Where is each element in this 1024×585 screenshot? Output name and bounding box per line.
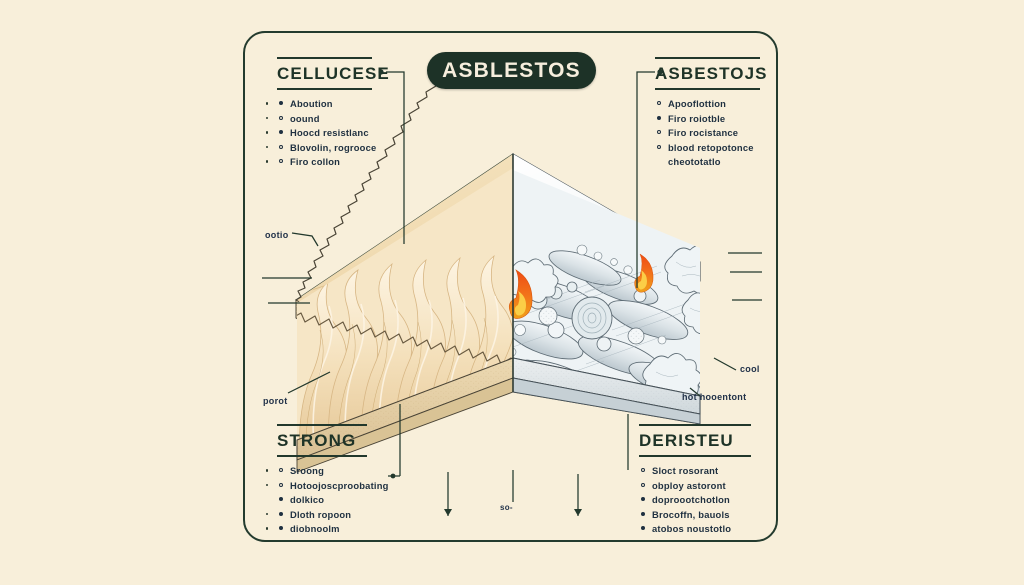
- bullet-icon: [641, 468, 645, 473]
- diagram-title-text: ASBLESTOS: [442, 58, 581, 82]
- bullet-icon: [279, 511, 283, 516]
- rule-top: [277, 57, 372, 60]
- list-item-label: Dloth ropoon: [290, 508, 352, 520]
- list-item-label: blood retopotonce: [668, 141, 754, 153]
- bullet-icon: [279, 130, 283, 135]
- list-item-label: dolkico: [290, 494, 325, 506]
- list-item-label: Apooflottion: [668, 98, 727, 110]
- list-item: Hoocd resistlanc: [266, 126, 390, 141]
- list-item: obploy astoront: [639, 479, 751, 494]
- bullet-icon: [279, 144, 283, 149]
- list-item: blood retopotonce: [655, 141, 768, 156]
- marker-dot-icon: [266, 131, 269, 134]
- rule-top: [655, 57, 760, 60]
- bullet-icon: [279, 482, 283, 487]
- marker-dot-icon: [266, 469, 269, 472]
- list-item-label: Firo collon: [290, 156, 341, 168]
- bullet-list-top-right: Apooflottion Firo roiotble Firo rocistan…: [655, 97, 768, 170]
- marker-dot-icon: [266, 116, 269, 120]
- rule-bottom: [277, 455, 367, 458]
- bullet-icon: [279, 115, 283, 120]
- heading-cellucese: CELLUCESE: [277, 64, 390, 84]
- list-item-label: Hoocd resistlanc: [290, 127, 369, 139]
- bullet-icon: [279, 101, 283, 106]
- rule-top: [277, 424, 367, 427]
- list-item: Dloth ropoon: [266, 508, 389, 523]
- list-item-label: diobnoolm: [290, 523, 340, 535]
- bullet-icon: [641, 497, 645, 502]
- marker-dot-icon: [266, 483, 269, 487]
- heading-strong: STRONG: [277, 431, 357, 451]
- bullet-icon: [641, 511, 645, 516]
- list-item: Sroong: [266, 464, 389, 479]
- list-item: Firo collon: [266, 155, 390, 170]
- rule-bottom: [655, 88, 760, 91]
- list-item: Blovolin, rogrooce: [266, 141, 390, 156]
- list-item-label: Aboution: [290, 98, 333, 110]
- list-item-label: doproootchotlon: [652, 494, 730, 506]
- bullet-icon: [657, 144, 661, 149]
- label-block-bottom-left: STRONG Sroong Hotoojoscproobating dolkic…: [266, 424, 389, 537]
- bullet-icon: [279, 526, 283, 531]
- list-item: Apooflottion: [655, 97, 768, 112]
- bullet-icon: [279, 159, 283, 164]
- rule-bottom: [277, 88, 372, 91]
- label-block-top-right: ASBESTOJS Apooflottion Firo roiotble Fir…: [655, 57, 768, 170]
- callout-left-lower: porot: [263, 396, 288, 406]
- list-item: atobos noustotlo: [639, 522, 751, 537]
- bullet-list-bottom-left: Sroong Hotoojoscproobating dolkico Dloth…: [266, 464, 389, 537]
- bullet-icon: [657, 115, 661, 120]
- bullet-icon: [279, 468, 283, 473]
- label-block-top-left: CELLUCESE Aboution oound Hoocd resistlan…: [266, 57, 390, 170]
- callout-right-lower: hot hooentont: [682, 392, 747, 402]
- list-item-label: Firo roiotble: [668, 112, 726, 124]
- list-item: Firo roiotble: [655, 112, 768, 127]
- list-item: Aboution: [266, 97, 390, 112]
- bullet-list-top-left: Aboution oound Hoocd resistlanc Blovolin…: [266, 97, 390, 170]
- list-item-label: Hotoojoscproobating: [290, 479, 389, 491]
- callout-right-upper: cool: [740, 364, 760, 374]
- list-item-label: obploy astoront: [652, 479, 726, 491]
- list-item: diobnoolm: [266, 522, 389, 537]
- heading-deristeu: DERISTEU: [639, 431, 734, 451]
- list-item: Sloct rosorant: [639, 464, 751, 479]
- list-item: Firo rocistance: [655, 126, 768, 141]
- list-item-continuation: cheototatlo: [655, 155, 768, 170]
- diagram-title-badge: ASBLESTOS: [427, 52, 596, 89]
- list-item-label: Blovolin, rogrooce: [290, 141, 377, 153]
- list-item-label: atobos noustotlo: [652, 523, 732, 535]
- list-item: Brocoffn, bauols: [639, 508, 751, 523]
- label-block-bottom-right: DERISTEU Sloct rosorant obploy astoront …: [639, 424, 751, 537]
- bullet-icon: [657, 101, 661, 106]
- list-item-label: oound: [290, 112, 320, 124]
- marker-dot-icon: [266, 527, 269, 530]
- list-item: oound: [266, 112, 390, 127]
- list-item-label: Brocoffn, bauols: [652, 508, 730, 520]
- list-item-label: Sroong: [290, 465, 325, 477]
- marker-dot-icon: [266, 512, 269, 516]
- list-item: dolkico: [277, 493, 389, 508]
- heading-asbestojs: ASBESTOJS: [655, 64, 768, 84]
- bullet-list-bottom-right: Sloct rosorant obploy astoront doproootc…: [639, 464, 751, 537]
- list-item: doproootchotlon: [639, 493, 751, 508]
- marker-dot-icon: [266, 102, 269, 105]
- rule-top: [639, 424, 751, 427]
- callout-left-upper: ootio: [265, 230, 289, 240]
- list-item: Hotoojoscproobating: [266, 479, 389, 494]
- rule-bottom: [639, 455, 751, 458]
- bullet-icon: [657, 130, 661, 135]
- callout-bottom-center: so-: [500, 503, 513, 512]
- bullet-icon: [279, 497, 283, 502]
- list-item-label: Sloct rosorant: [652, 465, 719, 477]
- list-item-label: cheototatlo: [668, 156, 721, 168]
- bullet-icon: [641, 526, 645, 531]
- marker-dot-icon: [266, 160, 269, 163]
- list-item-label: Firo rocistance: [668, 127, 739, 139]
- bullet-icon: [641, 482, 645, 487]
- marker-dot-icon: [266, 145, 269, 149]
